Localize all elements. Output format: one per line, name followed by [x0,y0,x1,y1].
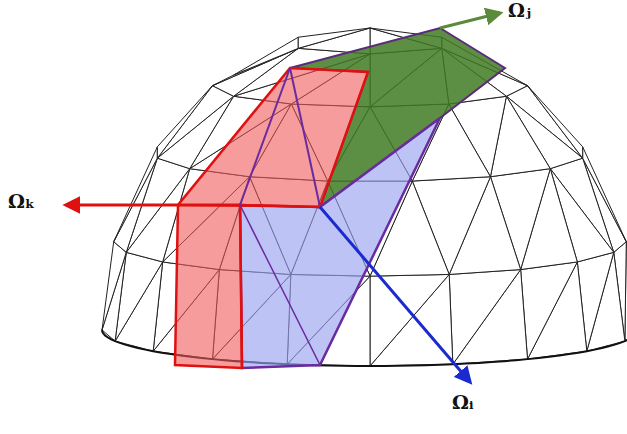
omega-k-arrow [66,204,240,207]
patch-edge [240,68,290,205]
mesh-facet [521,262,578,359]
omega-i-arrow [320,207,470,382]
patch-edge [240,205,242,368]
mesh-facet [370,274,449,366]
mesh-facet [157,86,212,158]
mesh-facet [583,147,627,242]
red-patch [175,68,368,368]
mesh-facet [102,242,126,330]
vector-label: Ωᵢ [452,392,473,413]
omega-j-arrow [440,13,500,28]
mesh-facet [370,274,453,366]
vectors [66,13,500,382]
patches [175,28,505,368]
vector-label: Ωₖ [8,191,35,212]
vector-label: Ωⱼ [508,0,531,21]
mesh-facet [114,147,158,242]
patch-edge [240,205,320,365]
patch-edge [290,68,320,207]
mesh-facet [298,28,370,48]
mesh-facet [449,270,520,365]
mesh-facet [528,86,583,158]
mesh-facet [157,86,233,158]
